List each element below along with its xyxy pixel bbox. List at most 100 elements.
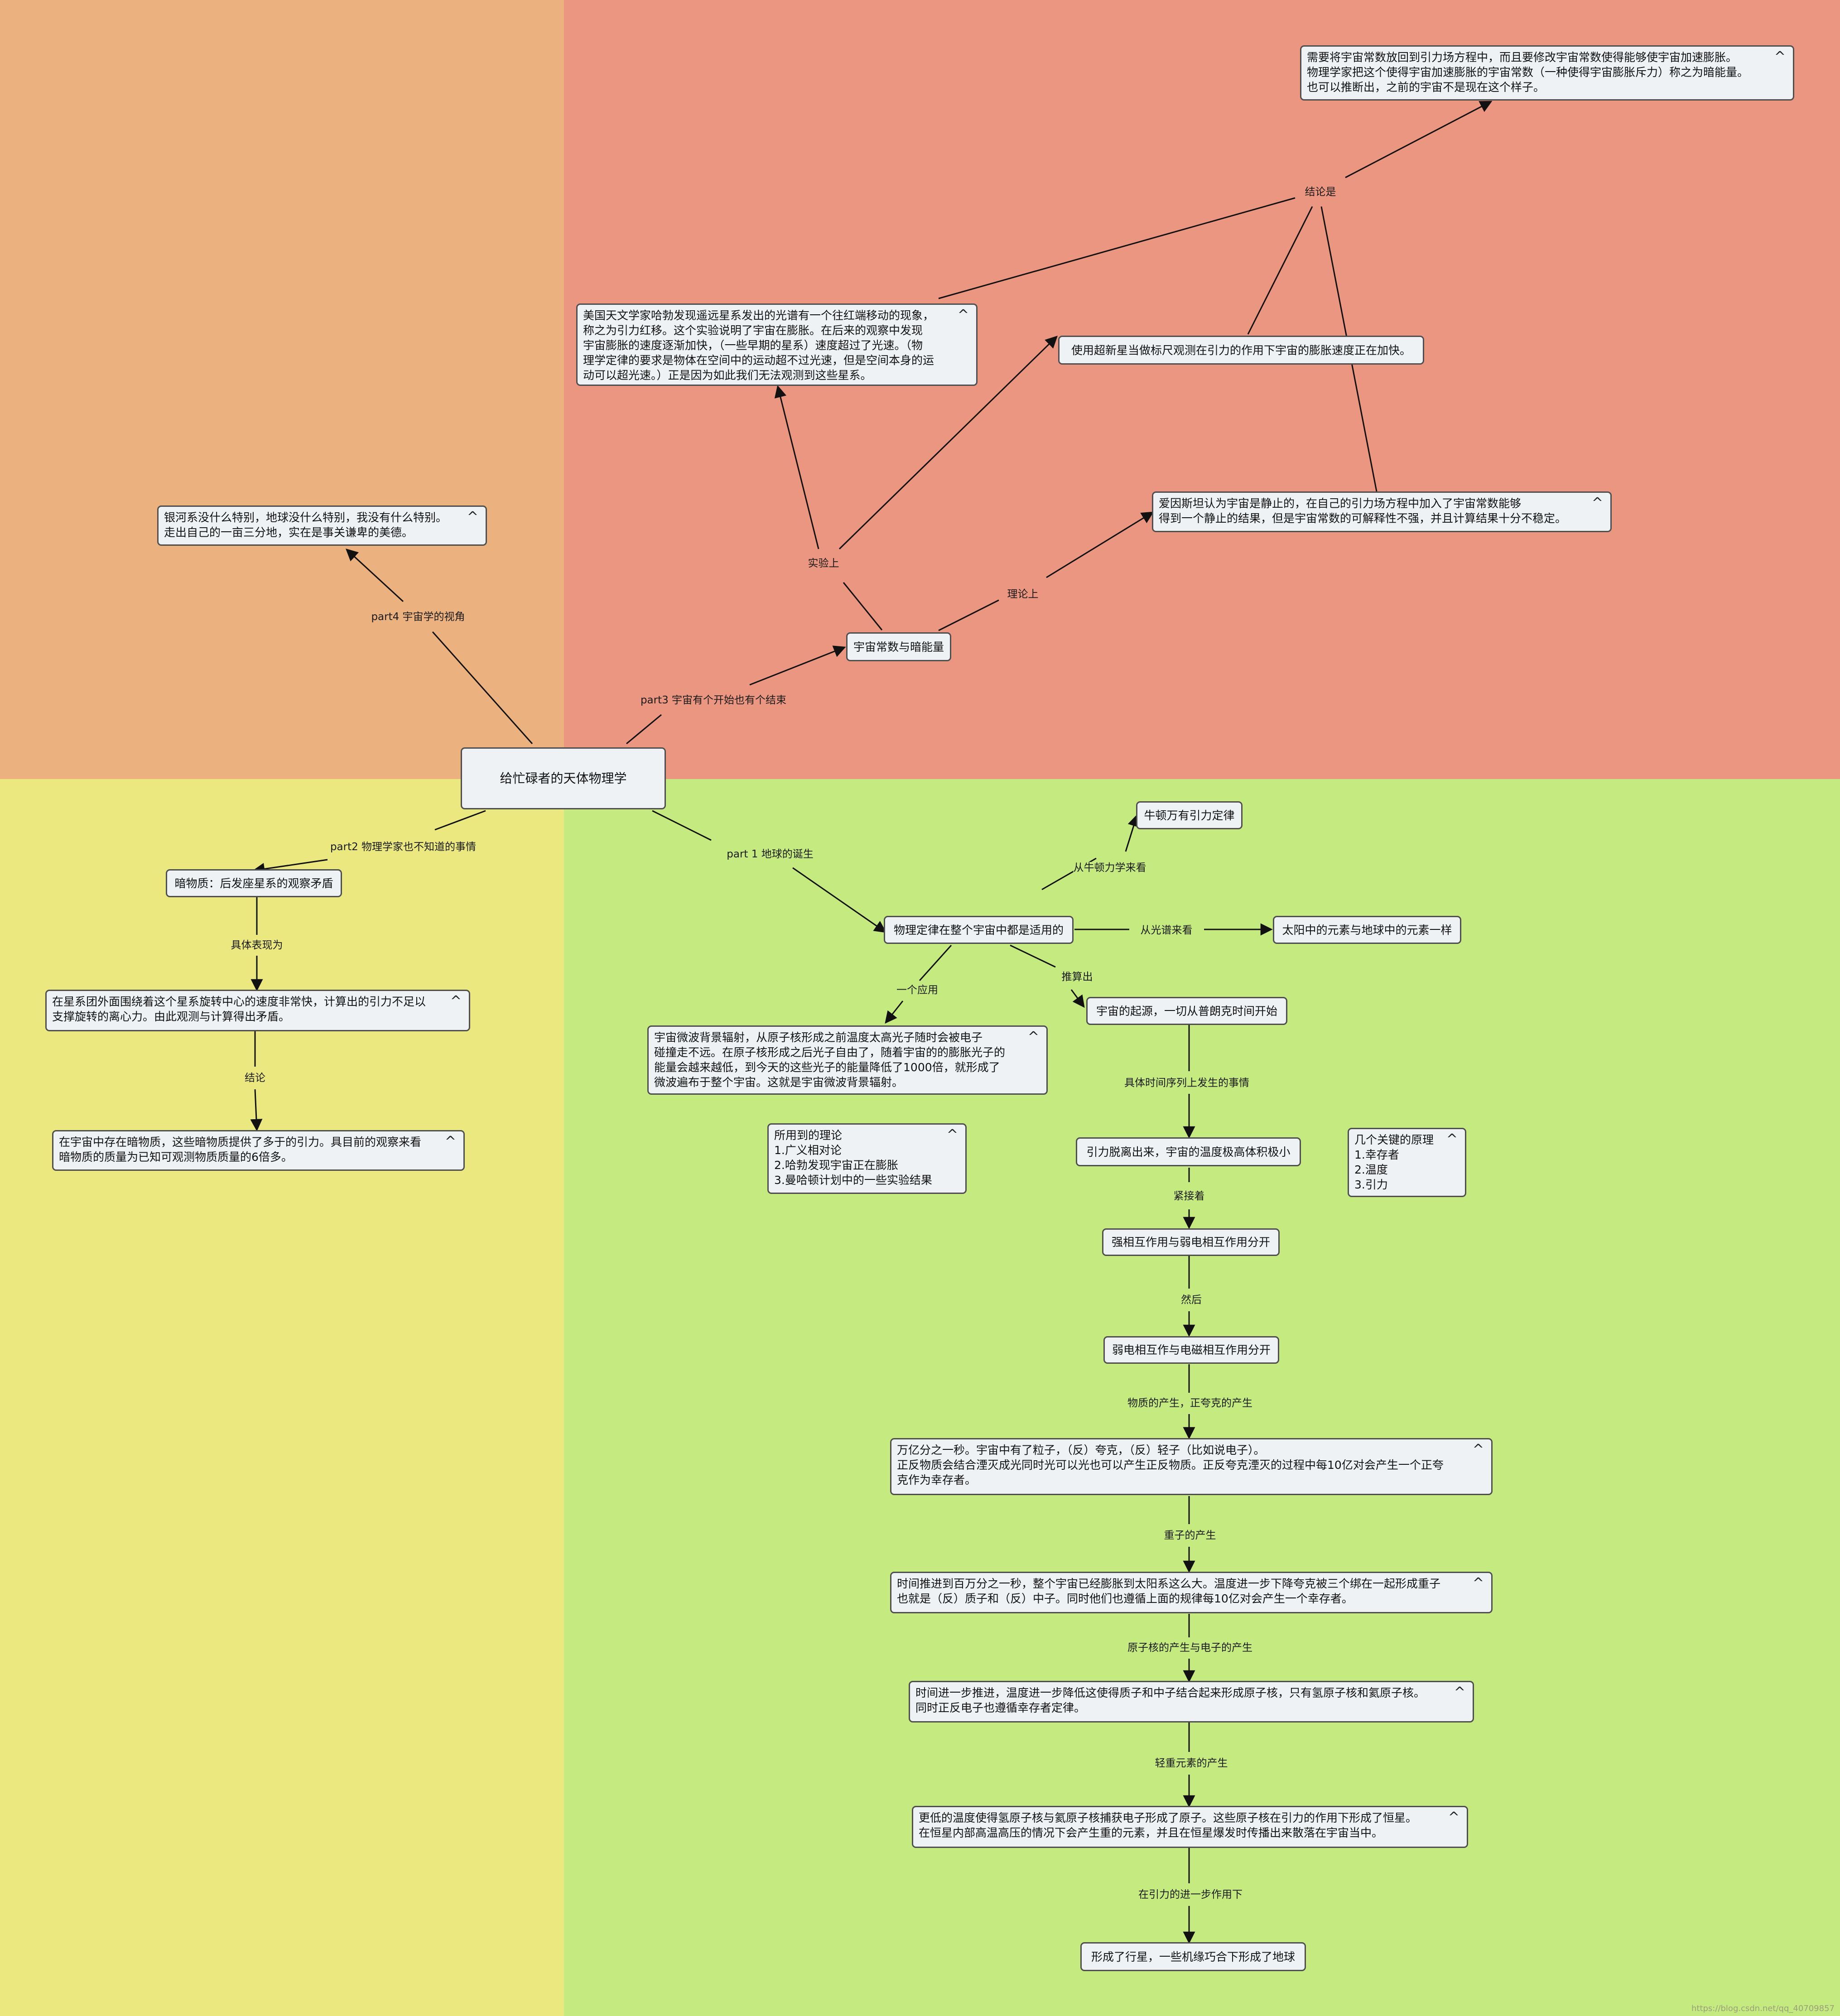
quark-node[interactable]: 万亿分之一秒。宇宙中有了粒子，（反）夸克，（反）轻子（比如说电子）。 正反物质会… [890, 1438, 1493, 1495]
chevron-up-icon[interactable]: ^ [1448, 1809, 1459, 1825]
edge-label-timeline: 具体时间序列上发生的事情 [1124, 1077, 1249, 1089]
edge-part1-laws [792, 867, 887, 933]
hadron-node[interactable]: 时间推进到百万分之一秒，整个宇宙已经膨胀到太阳系这么大。温度进一步下降夸克被三个… [890, 1572, 1493, 1613]
strong-interaction-node[interactable]: 强相互作用与弱电相互作用分开 [1102, 1228, 1280, 1256]
galaxy-node-text: 银河系没什么特别，地球没什么特别，我没有什么特别。 走出自己的一亩三分地，实在是… [164, 511, 448, 539]
chevron-up-icon[interactable]: ^ [1454, 1684, 1465, 1700]
edge-label-baryon: 重子的产生 [1164, 1530, 1216, 1541]
atoms-stars-node[interactable]: 更低的温度使得氢原子核与氦原子核捕获电子形成了原子。这些原子核在引力的作用下形成… [912, 1806, 1468, 1848]
root-node-label: 给忙碌者的天体物理学 [500, 771, 627, 786]
cosmo-node[interactable]: 宇宙常数与暗能量 [846, 632, 951, 661]
einstein-node-text: 爱因斯坦认为宇宙是静止的，在自己的引力场方程中加入了宇宙常数能够 得到一个静止的… [1159, 497, 1567, 525]
galaxy-node[interactable]: 银河系没什么特别，地球没什么特别，我没有什么特别。 走出自己的一亩三分地，实在是… [157, 505, 487, 546]
cosmo-node-label: 宇宙常数与暗能量 [853, 640, 944, 654]
earth-node-label: 形成了行星，一些机缘巧合下形成了地球 [1091, 1950, 1295, 1963]
chevron-up-icon[interactable]: ^ [450, 993, 462, 1009]
nucleus-node[interactable]: 时间进一步推进，温度进一步降低这使得质子和中子结合起来形成原子核，只有氢原子核和… [909, 1681, 1474, 1723]
edge-label-part4: part4 宇宙学的视角 [371, 611, 465, 623]
chevron-up-icon[interactable]: ^ [1027, 1029, 1039, 1045]
theories-node[interactable]: 所用到的理论 1.广义相对论 2.哈勃发现宇宙正在膨胀 3.曼哈顿计划中的一些实… [767, 1123, 967, 1194]
gravity-separation-node-label: 引力脱离出来，宇宙的温度极高体积极小 [1086, 1145, 1291, 1159]
edge-experiment-hubble [774, 385, 819, 549]
weak-interaction-node-label: 弱电相互作与电磁相互作用分开 [1112, 1343, 1271, 1357]
dark-matter-result-text: 在宇宙中存在暗物质，这些暗物质提供了多于的引力。具目前的观察来看 暗物质的质量为… [59, 1136, 422, 1164]
edge-label-conclusion: 结论是 [1305, 186, 1336, 198]
edge-label-newton-view: 从牛顿力学来看 [1073, 862, 1146, 874]
edge-label-part3: part3 宇宙有个开始也有个结束 [640, 694, 787, 706]
edge-label-spectrum-view: 从光谱来看 [1140, 924, 1193, 936]
edge-hubble-conclusion [938, 197, 1296, 299]
edge-laws-application [919, 944, 952, 982]
edge-root-part3 [626, 714, 662, 745]
atoms-stars-node-text: 更低的温度使得氢原子核与氦原子核捕获电子形成了原子。这些原子核在引力的作用下形成… [919, 1811, 1417, 1839]
edge-supernova-conclusion [1247, 206, 1313, 335]
cluster-node[interactable]: 在星系团外面围绕着这个星系旋转中心的速度非常快，计算出的引力不足以 支撑旋转的离… [45, 990, 470, 1031]
origin-node[interactable]: 宇宙的起源，一切从普朗克时间开始 [1086, 997, 1287, 1025]
edge-part2-dark [252, 859, 328, 875]
gravity-separation-node[interactable]: 引力脱离出来，宇宙的温度极高体积极小 [1076, 1137, 1301, 1166]
edge-newtonview-newton [1125, 814, 1140, 852]
edge-laws-deduce [1010, 944, 1056, 968]
edge-label-further-gravity: 在引力的进一步作用下 [1138, 1889, 1243, 1901]
edge-label-experiment: 实验上 [808, 558, 839, 569]
edge-result-final [250, 1089, 263, 1131]
dark-matter-node[interactable]: 暗物质：后发座星系的观察矛盾 [166, 869, 342, 897]
newton-node-label: 牛顿万有引力定律 [1144, 808, 1235, 822]
edge-experiment-supernova [838, 336, 1058, 550]
chevron-up-icon[interactable]: ^ [1774, 49, 1786, 65]
edge-cosmo-experiment [843, 582, 883, 630]
edge-label-part2: part2 物理学家也不知道的事情 [330, 841, 477, 853]
edge-label-manifest: 具体表现为 [231, 939, 283, 951]
supernova-node[interactable]: 使用超新星当做标尺观测在引力的作用下宇宙的膨胀速度正在加快。 [1058, 336, 1424, 365]
principles-node[interactable]: 几个关键的原理 1.幸存者 2.温度 3.引力 ^ [1348, 1128, 1466, 1197]
sun-elements-node[interactable]: 太阳中的元素与地球中的元素一样 [1273, 916, 1461, 944]
quark-node-text: 万亿分之一秒。宇宙中有了粒子，（反）夸克，（反）轻子（比如说电子）。 正反物质会… [897, 1443, 1444, 1487]
edge-conclusion-final [1345, 101, 1493, 178]
edge-label-light-elements: 轻重元素的产生 [1155, 1757, 1228, 1769]
newton-node[interactable]: 牛顿万有引力定律 [1136, 801, 1243, 829]
chevron-up-icon[interactable]: ^ [444, 1134, 456, 1150]
watermark: https://blog.csdn.net/qq_40709857 [1691, 2004, 1835, 2013]
edge-cosmo-theory [938, 599, 999, 631]
hadron-node-text: 时间推进到百万分之一秒，整个宇宙已经膨胀到太阳系这么大。温度进一步下降夸克被三个… [897, 1577, 1441, 1605]
edge-label-nucleus-electron: 原子核的产生与电子的产生 [1127, 1642, 1252, 1654]
edge-label-next: 紧接着 [1173, 1190, 1205, 1202]
einstein-node[interactable]: 爱因斯坦认为宇宙是静止的，在自己的引力场方程中加入了宇宙常数能够 得到一个静止的… [1152, 491, 1612, 532]
hubble-node-text: 美国天文学家哈勃发现遥远星系发出的光谱有一个往红端移动的现象， 称之为引力红移。… [583, 309, 934, 382]
quadrant-bottom-left [0, 779, 564, 2016]
physics-laws-node[interactable]: 物理定律在整个宇宙中都是适用的 [884, 916, 1074, 944]
edge-part4-galaxy [346, 549, 404, 602]
edge-label-result: 结论 [245, 1072, 265, 1084]
sun-elements-node-label: 太阳中的元素与地球中的元素一样 [1282, 923, 1452, 937]
dark-energy-conclusion-node[interactable]: 需要将宇宙常数放回到引力场方程中，而且要修改宇宙常数使得能够使宇宙加速膨胀。 物… [1300, 45, 1794, 101]
edge-theory-einstein [1046, 511, 1154, 578]
hubble-node[interactable]: 美国天文学家哈勃发现遥远星系发出的光谱有一个往红端移动的现象， 称之为引力红移。… [576, 303, 978, 386]
dark-matter-result-node[interactable]: 在宇宙中存在暗物质，这些暗物质提供了多于的引力。具目前的观察来看 暗物质的质量为… [52, 1130, 465, 1171]
edge-root-part4 [432, 631, 533, 744]
edge-part3-cosmo [749, 645, 846, 686]
origin-node-label: 宇宙的起源，一切从普朗克时间开始 [1096, 1004, 1277, 1018]
chevron-up-icon[interactable]: ^ [1472, 1575, 1484, 1591]
earth-node[interactable]: 形成了行星，一些机缘巧合下形成了地球 [1080, 1942, 1306, 1971]
edge-root-part1 [652, 810, 712, 841]
chevron-up-icon[interactable]: ^ [957, 307, 969, 323]
supernova-node-label: 使用超新星当做标尺观测在引力的作用下宇宙的膨胀速度正在加快。 [1071, 343, 1411, 357]
edge-application-cmb [885, 1001, 904, 1024]
chevron-up-icon[interactable]: ^ [467, 509, 478, 525]
quadrant-top-left [0, 0, 564, 779]
chevron-up-icon[interactable]: ^ [1446, 1131, 1458, 1147]
nucleus-node-text: 时间进一步推进，温度进一步降低这使得质子和中子结合起来形成原子核，只有氢原子核和… [915, 1686, 1426, 1714]
strong-interaction-node-label: 强相互作用与弱电相互作用分开 [1111, 1236, 1270, 1249]
cmb-node-text: 宇宙微波背景辐射，从原子核形成之前温度太高光子随时会被电子 碰撞走不远。在原子核… [654, 1031, 1006, 1089]
cmb-node[interactable]: 宇宙微波背景辐射，从原子核形成之前温度太高光子随时会被电子 碰撞走不远。在原子核… [647, 1025, 1048, 1095]
root-node[interactable]: 给忙碌者的天体物理学 [461, 747, 666, 809]
weak-interaction-node[interactable]: 弱电相互作与电磁相互作用分开 [1103, 1336, 1279, 1364]
edge-label-matter: 物质的产生，正夸克的产生 [1127, 1397, 1252, 1409]
chevron-up-icon[interactable]: ^ [1591, 495, 1603, 511]
chevron-up-icon[interactable]: ^ [1472, 1442, 1484, 1458]
cluster-node-text: 在星系团外面围绕着这个星系旋转中心的速度非常快，计算出的引力不足以 支撑旋转的离… [52, 995, 426, 1023]
edge-label-deduce: 推算出 [1061, 971, 1093, 983]
chevron-up-icon[interactable]: ^ [946, 1127, 958, 1143]
edge-deduce-origin [1070, 989, 1085, 1008]
